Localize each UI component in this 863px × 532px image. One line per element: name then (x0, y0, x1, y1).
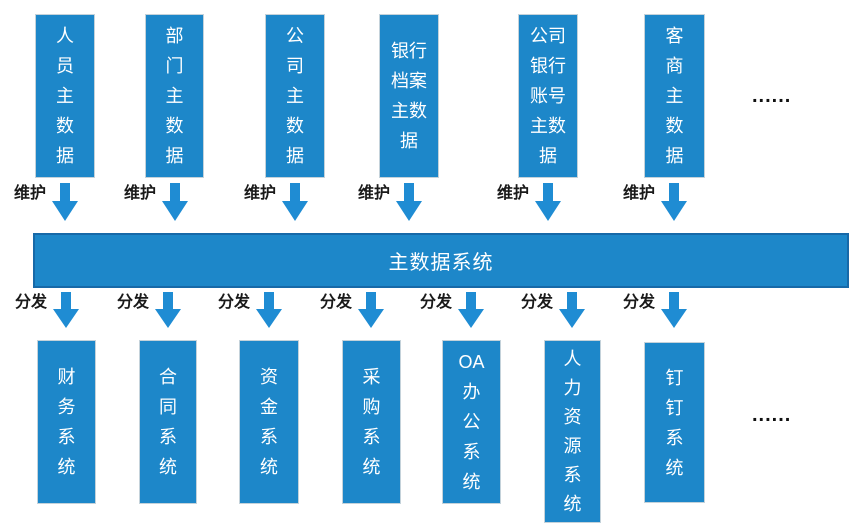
down-arrow-icon (661, 292, 688, 328)
distribute-flow-5: 分发 (420, 292, 485, 328)
box-contract-system-label: 合 同 系 统 (159, 367, 177, 477)
distribute-flow-2: 分发 (117, 292, 182, 328)
down-arrow-icon (52, 183, 79, 221)
box-customer-vendor-master-data-label: 客 商 主 数 据 (665, 26, 684, 166)
box-company-bank-account-master-data-label: 公司 银行 账号 主数 据 (530, 26, 566, 166)
down-arrow-icon (661, 183, 688, 221)
box-oa-office-system-label: OA 办 公 系 统 (458, 352, 485, 492)
box-personnel-master-data: 人 员 主 数 据 (35, 14, 95, 178)
distribute-label: 分发 (420, 294, 453, 311)
maintain-label: 维护 (623, 185, 656, 202)
maintain-flow-1: 维护 (14, 183, 79, 221)
box-company-master-data: 公 司 主 数 据 (265, 14, 325, 178)
master-data-system-bar: 主数据系统 (33, 233, 849, 288)
distribute-flow-3: 分发 (218, 292, 283, 328)
down-arrow-icon (535, 183, 562, 221)
distribute-label: 分发 (117, 294, 150, 311)
down-arrow-icon (559, 292, 586, 328)
maintain-flow-6: 维护 (623, 183, 688, 221)
down-arrow-icon (282, 183, 309, 221)
maintain-label: 维护 (358, 185, 391, 202)
down-arrow-icon (53, 292, 80, 328)
distribute-flow-7: 分发 (623, 292, 688, 328)
down-arrow-icon (358, 292, 385, 328)
maintain-label: 维护 (244, 185, 277, 202)
top-row-ellipsis: ...... (752, 85, 792, 107)
bottom-row-ellipsis: ...... (752, 404, 792, 426)
box-company-bank-account-master-data: 公司 银行 账号 主数 据 (518, 14, 578, 178)
maintain-label: 维护 (124, 185, 157, 202)
box-oa-office-system: OA 办 公 系 统 (442, 340, 501, 504)
down-arrow-icon (162, 183, 189, 221)
down-arrow-icon (155, 292, 182, 328)
distribute-flow-1: 分发 (15, 292, 80, 328)
box-bank-archive-master-data: 银行 档案 主数 据 (379, 14, 439, 178)
box-contract-system: 合 同 系 统 (139, 340, 197, 504)
box-hr-system: 人 力 资 源 系 统 (544, 340, 601, 523)
box-finance-system: 财 务 系 统 (37, 340, 96, 504)
master-data-system-bar-label: 主数据系统 (388, 252, 494, 274)
down-arrow-icon (256, 292, 283, 328)
maintain-label: 维护 (497, 185, 530, 202)
box-fund-system-label: 资 金 系 统 (260, 367, 278, 477)
box-department-master-data-label: 部 门 主 数 据 (165, 26, 184, 166)
down-arrow-icon (458, 292, 485, 328)
maintain-flow-3: 维护 (244, 183, 309, 221)
box-personnel-master-data-label: 人 员 主 数 据 (56, 26, 74, 166)
box-procurement-system-label: 采 购 系 统 (362, 367, 381, 477)
maintain-flow-5: 维护 (497, 183, 562, 221)
box-finance-system-label: 财 务 系 统 (57, 367, 76, 477)
box-bank-archive-master-data-label: 银行 档案 主数 据 (391, 41, 427, 151)
distribute-flow-4: 分发 (320, 292, 385, 328)
box-dingtalk-system-label: 钉 钉 系 统 (665, 367, 684, 478)
down-arrow-icon (396, 183, 423, 221)
distribute-label: 分发 (623, 294, 656, 311)
box-dingtalk-system: 钉 钉 系 统 (644, 342, 705, 503)
box-fund-system: 资 金 系 统 (239, 340, 299, 504)
distribute-label: 分发 (15, 294, 48, 311)
maintain-label: 维护 (14, 185, 47, 202)
box-company-master-data-label: 公 司 主 数 据 (286, 26, 304, 166)
box-procurement-system: 采 购 系 统 (342, 340, 401, 504)
maintain-flow-2: 维护 (124, 183, 189, 221)
distribute-label: 分发 (218, 294, 251, 311)
distribute-flow-6: 分发 (521, 292, 586, 328)
distribute-label: 分发 (320, 294, 353, 311)
box-department-master-data: 部 门 主 数 据 (145, 14, 204, 178)
maintain-flow-4: 维护 (358, 183, 423, 221)
distribute-label: 分发 (521, 294, 554, 311)
box-customer-vendor-master-data: 客 商 主 数 据 (644, 14, 705, 178)
box-hr-system-label: 人 力 资 源 系 统 (563, 348, 582, 514)
